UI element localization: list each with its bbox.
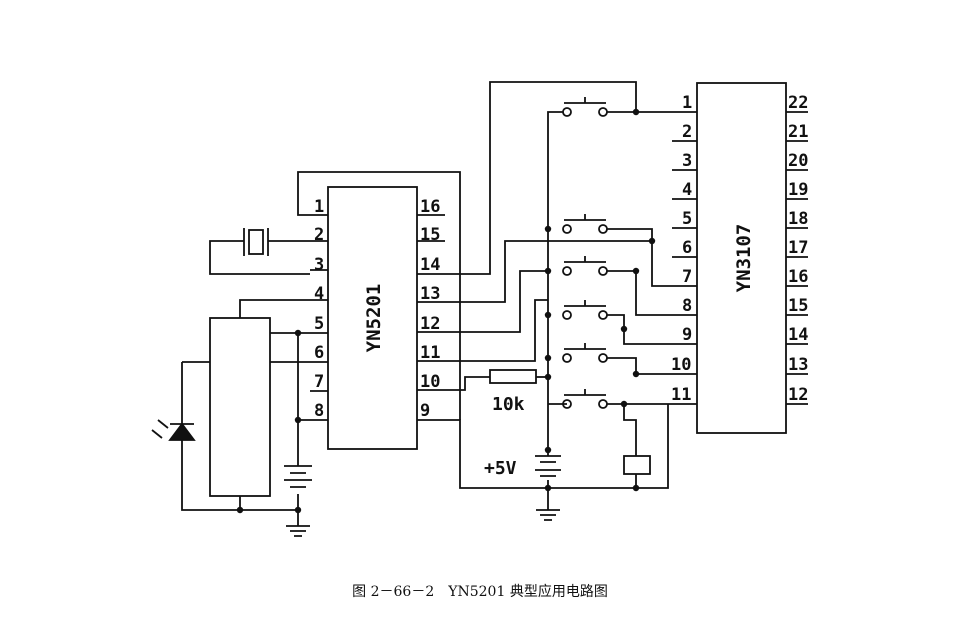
- switch-2: [562, 214, 608, 234]
- switch-1: [562, 97, 608, 117]
- chip-yn3107-name: YN3107: [733, 224, 755, 293]
- yn3107-pin-9: 9: [682, 325, 692, 345]
- sensor-module: [209, 317, 271, 497]
- wire-pin12: [445, 270, 548, 333]
- yn3107-pin-21: 21: [788, 122, 808, 142]
- wire-cap: [623, 404, 637, 488]
- chip-yn5201-body: [327, 186, 418, 450]
- ground-right: [536, 509, 560, 521]
- wire-pin9-ground: [445, 404, 669, 489]
- wire-pin5-rail: [270, 332, 310, 421]
- yn3107-pin-16: 16: [788, 267, 808, 287]
- resistor-10k: [489, 369, 537, 384]
- chip-yn3107-body: [696, 82, 787, 434]
- yn5201-pin-1: 1: [314, 197, 324, 217]
- yn5201-pin-10: 10: [420, 372, 440, 392]
- battery-left: [284, 465, 312, 488]
- yn5201-pin-14: 14: [420, 255, 440, 275]
- yn5201-pin-13: 13: [420, 284, 440, 304]
- yn3107-pin-20: 20: [788, 151, 808, 171]
- wire-crystal: [209, 240, 310, 275]
- yn5201-pin-3: 3: [314, 255, 324, 275]
- capacitor: [623, 455, 651, 475]
- yn5201-pin-15: 15: [420, 225, 440, 245]
- yn3107-pin-19: 19: [788, 180, 808, 200]
- yn3107-pin-2: 2: [682, 122, 692, 142]
- yn5201-pin-6: 6: [314, 343, 324, 363]
- chip-yn5201-right-pins: [417, 214, 445, 421]
- yn5201-pin-11: 11: [420, 343, 440, 363]
- yn3107-pin-5: 5: [682, 209, 692, 229]
- switch-6: [562, 389, 608, 409]
- yn5201-pin-8: 8: [314, 401, 324, 421]
- yn3107-pin-1: 1: [682, 93, 692, 113]
- chip-yn5201-name: YN5201: [363, 284, 385, 353]
- yn5201-pin-2: 2: [314, 225, 324, 245]
- wire-sw4-out: [607, 314, 672, 345]
- wire-pin13: [445, 240, 652, 303]
- yn3107-pin-7: 7: [682, 267, 692, 287]
- yn5201-pin-4: 4: [314, 284, 324, 304]
- wire-pin10: [445, 376, 490, 391]
- chip-yn3107-left-pins: [672, 111, 697, 405]
- crystal: [248, 229, 264, 255]
- yn5201-pin-12: 12: [420, 314, 440, 334]
- supply-label: +5V: [484, 458, 517, 479]
- chip-yn5201-left-pins: [310, 214, 328, 421]
- yn5201-pin-5: 5: [314, 314, 324, 334]
- yn3107-pin-17: 17: [788, 238, 808, 258]
- yn3107-pin-12: 12: [788, 385, 808, 405]
- figure-caption: 图 2－66－2 YN5201 典型应用电路图: [352, 584, 608, 600]
- wire-pin1-loop: [297, 171, 461, 420]
- battery-5v: [535, 455, 561, 477]
- yn3107-pin-8: 8: [682, 296, 692, 316]
- switch-4: [562, 300, 608, 320]
- wire-pin4: [239, 299, 310, 318]
- yn3107-pin-18: 18: [788, 209, 808, 229]
- yn3107-pin-3: 3: [682, 151, 692, 171]
- yn5201-pin-16: 16: [420, 197, 440, 217]
- yn3107-pin-11: 11: [671, 385, 691, 405]
- yn5201-pin-9: 9: [420, 401, 430, 421]
- yn3107-pin-13: 13: [788, 355, 808, 375]
- wire-sw5-out: [607, 357, 672, 375]
- yn3107-pin-14: 14: [788, 325, 808, 345]
- wire-sw3-out: [607, 270, 672, 316]
- ground-left: [286, 525, 310, 537]
- wire-sw2-out: [607, 228, 672, 287]
- yn3107-pin-22: 22: [788, 93, 808, 113]
- switch-3: [562, 256, 608, 276]
- yn3107-pin-6: 6: [682, 238, 692, 258]
- wire-switch-rail: [547, 111, 567, 450]
- yn5201-pin-7: 7: [314, 372, 324, 392]
- chip-yn3107-right-pins: [786, 111, 808, 405]
- resistor-label: 10k: [492, 394, 525, 415]
- yn3107-pin-15: 15: [788, 296, 808, 316]
- led-icon: [168, 422, 196, 441]
- wire-pin14-top: [445, 81, 637, 275]
- yn3107-pin-10: 10: [671, 355, 691, 375]
- yn3107-pin-4: 4: [682, 180, 692, 200]
- switch-5: [562, 343, 608, 363]
- wire-pin11: [445, 299, 548, 362]
